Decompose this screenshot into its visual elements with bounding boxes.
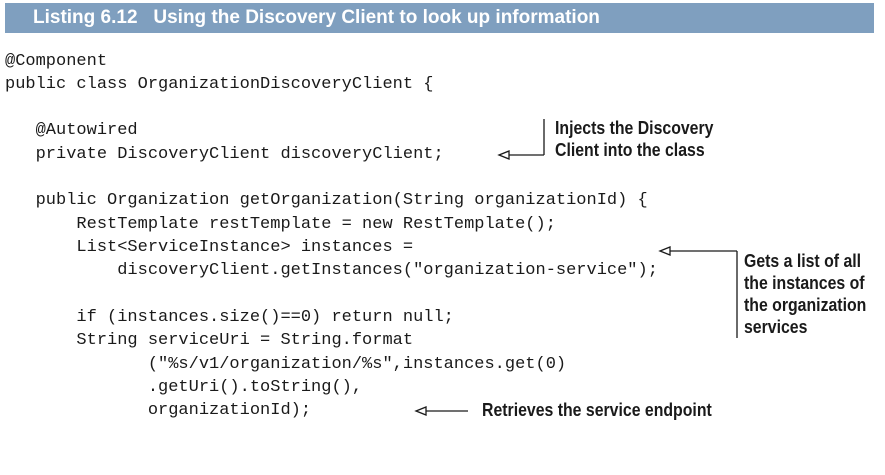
code-line: ("%s/v1/organization/%s",instances.get(0… (5, 355, 567, 374)
code-line: @Autowired (5, 121, 138, 140)
code-line: List<ServiceInstance> instances = (5, 238, 414, 257)
code-line: private DiscoveryClient discoveryClient; (5, 145, 444, 164)
code-line: if (instances.size()==0) return null; (5, 308, 454, 327)
code-line: RestTemplate restTemplate = new RestTemp… (5, 215, 556, 234)
code-line: public Organization getOrganization(Stri… (5, 191, 648, 210)
code-line: public class OrganizationDiscoveryClient… (5, 75, 434, 94)
annotation-instances: Gets a list of all the instances of the … (744, 251, 867, 337)
callout-discovery-client (497, 119, 545, 160)
code-line: discoveryClient.getInstances("organizati… (5, 261, 658, 280)
code-line: organizationId); (5, 401, 312, 420)
callout-endpoint (414, 406, 468, 416)
annotation-discovery-client: Injects the Discovery Client into the cl… (555, 118, 714, 160)
annotation-endpoint: Retrieves the service endpoint (482, 400, 712, 420)
listing-header: Listing 6.12 Using the Discovery Client … (5, 3, 874, 33)
code-line: String serviceUri = String.format (5, 331, 414, 350)
code-line: @Component (5, 52, 108, 71)
callout-instances (658, 246, 738, 338)
listing-title: Listing 6.12 Using the Discovery Client … (33, 7, 600, 28)
code-line: .getUri().toString(), (5, 378, 363, 397)
